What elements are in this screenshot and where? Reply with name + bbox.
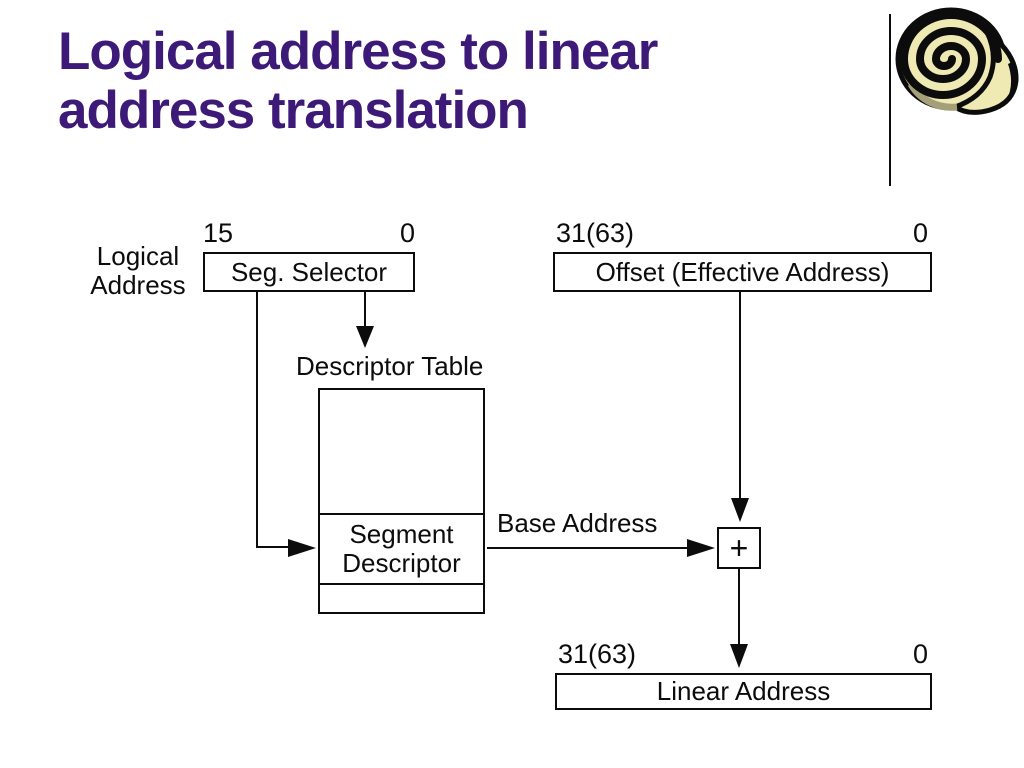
logical-address-label-line1: Logical: [96, 241, 180, 271]
descriptor-table-box: Segment Descriptor: [318, 388, 485, 614]
header-divider-line: [889, 14, 891, 186]
descriptor-table-divider-bottom: [320, 583, 483, 585]
base-address-label: Base Address: [497, 508, 658, 538]
seg-selector-box: Seg. Selector: [203, 252, 415, 292]
logical-address-label-line2: Address: [90, 270, 186, 300]
selector-to-table-arrowhead: [356, 326, 374, 348]
seg-selector-bit-low: 0: [399, 218, 415, 248]
descriptor-table-label: Descriptor Table: [296, 351, 484, 381]
offset-box: Offset (Effective Address): [553, 252, 932, 292]
selector-to-descriptor-line-horizontal: [256, 546, 290, 548]
offset-bit-high: 31(63): [556, 218, 635, 248]
selector-to-descriptor-line-vertical: [256, 292, 258, 548]
segment-descriptor-cell: Segment Descriptor: [320, 514, 483, 583]
descriptor-table-divider-top: [320, 513, 483, 515]
logical-address-label: Logical Address: [80, 242, 196, 300]
offset-bit-row: 31(63) 0: [556, 218, 928, 249]
linear-address-label: Linear Address: [656, 676, 831, 706]
slide-title: Logical address to linear address transl…: [58, 22, 858, 140]
base-address-arrowhead: [687, 539, 715, 557]
slide-title-line1: Logical address to linear: [58, 22, 658, 81]
seg-selector-label: Seg. Selector: [230, 256, 388, 287]
offset-label: Offset (Effective Address): [595, 256, 890, 287]
seg-selector-bit-high: 15: [203, 218, 234, 248]
selector-to-table-line: [364, 292, 366, 328]
offset-bit-low: 0: [912, 218, 928, 248]
offset-to-adder-arrowhead: [731, 498, 749, 522]
linear-address-bit-low: 0: [912, 639, 928, 669]
spiral-shell-icon: [895, 7, 1019, 115]
plus-sign: +: [729, 529, 749, 566]
adder-to-linear-line: [738, 569, 740, 647]
adder-box: +: [717, 527, 761, 569]
seg-selector-bit-row: 15 0: [203, 218, 415, 249]
segment-descriptor-line1: Segment: [349, 518, 454, 549]
linear-address-bit-row: 31(63) 0: [558, 639, 928, 670]
base-address-line: [487, 547, 689, 549]
selector-to-descriptor-arrowhead: [288, 539, 316, 557]
linear-address-box: Linear Address: [555, 673, 932, 710]
adder-to-linear-arrowhead: [730, 644, 748, 668]
offset-to-adder-line: [739, 292, 741, 500]
segment-descriptor-line2: Descriptor: [342, 547, 461, 578]
linear-address-bit-high: 31(63): [558, 639, 637, 669]
slide-title-line2: address translation: [58, 81, 529, 140]
